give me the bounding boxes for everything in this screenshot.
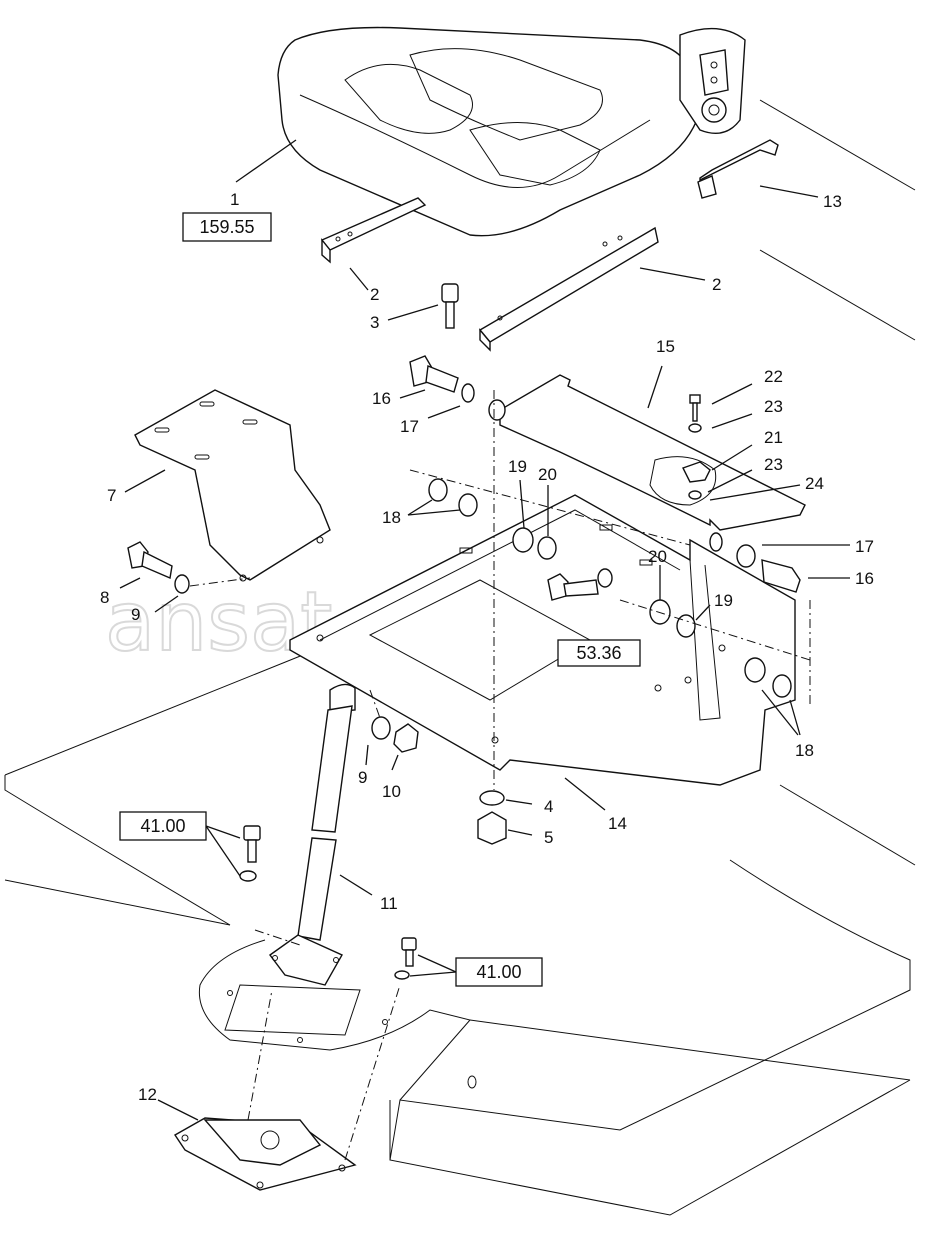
callout-18-left: 18 [382,508,401,527]
callout-13: 13 [823,192,842,211]
callout-20-right: 20 [648,547,667,566]
callout-19-right: 19 [714,591,733,610]
bolt-8 [119,541,251,613]
callout-19-left: 19 [508,457,527,476]
seat-rail-left [320,197,427,291]
callout-2-left: 2 [370,285,379,304]
cap-screw [387,283,459,329]
seat-rail-right [478,226,706,352]
callout-22: 22 [764,367,783,386]
callout-9-left: 9 [131,605,140,624]
upper-mounting-plate [488,365,806,531]
floor-bolt-left [239,825,261,882]
callout-16-left: 16 [372,389,391,408]
callout-21: 21 [764,428,783,447]
callout-16-right: 16 [855,569,874,588]
ref-label-floor-left: 41.00 [140,816,185,836]
callout-numbers: 1 2 2 3 4 5 7 8 9 9 10 11 12 13 14 15 16… [100,190,874,1104]
callout-3: 3 [370,313,379,332]
side-bracket [124,389,331,582]
callout-24: 24 [805,474,824,493]
seat-assembly [277,26,746,237]
callout-14: 14 [608,814,627,833]
small-hardware-21-24 [682,383,801,501]
seat-base-frame [289,494,796,811]
callout-2-right: 2 [712,275,721,294]
floor-bolt-right [394,937,417,980]
base-plate [157,984,401,1191]
ref-label-bracket: 53.36 [576,643,621,663]
ref-box-bracket[interactable]: 53.36 [557,639,641,667]
cab-floor-outline [4,99,916,1216]
center-bolt [547,568,613,601]
callout-4: 4 [544,797,553,816]
callout-1: 1 [230,190,239,209]
callout-12: 12 [138,1085,157,1104]
bushings-left [407,469,691,560]
ref-label-floor-right: 41.00 [476,962,521,982]
washer-nut-9-10 [365,689,419,771]
callout-15: 15 [656,337,675,356]
ref-box-floor-left[interactable]: 41.00 [119,811,241,877]
callout-17-left: 17 [400,417,419,436]
bushings-right [619,532,850,736]
callout-11: 11 [380,894,398,913]
callout-18-right: 18 [795,741,814,760]
callout-5: 5 [544,828,553,847]
callout-17-right: 17 [855,537,874,556]
callout-10: 10 [382,782,401,801]
callout-20-left: 20 [538,465,557,484]
callout-23-top: 23 [764,397,783,416]
seat-switch [697,139,819,199]
ref-label-seat: 159.55 [199,217,254,237]
ref-box-seat[interactable]: 159.55 [182,139,297,242]
support-column [254,683,373,986]
callout-8: 8 [100,588,109,607]
ref-box-floor-right[interactable]: 41.00 [409,954,543,987]
callout-9-bottom: 9 [358,768,367,787]
bolt-16-left [399,355,475,419]
callout-7: 7 [107,486,116,505]
callout-23-bottom: 23 [764,455,783,474]
washer-nut-4-5 [477,390,533,845]
